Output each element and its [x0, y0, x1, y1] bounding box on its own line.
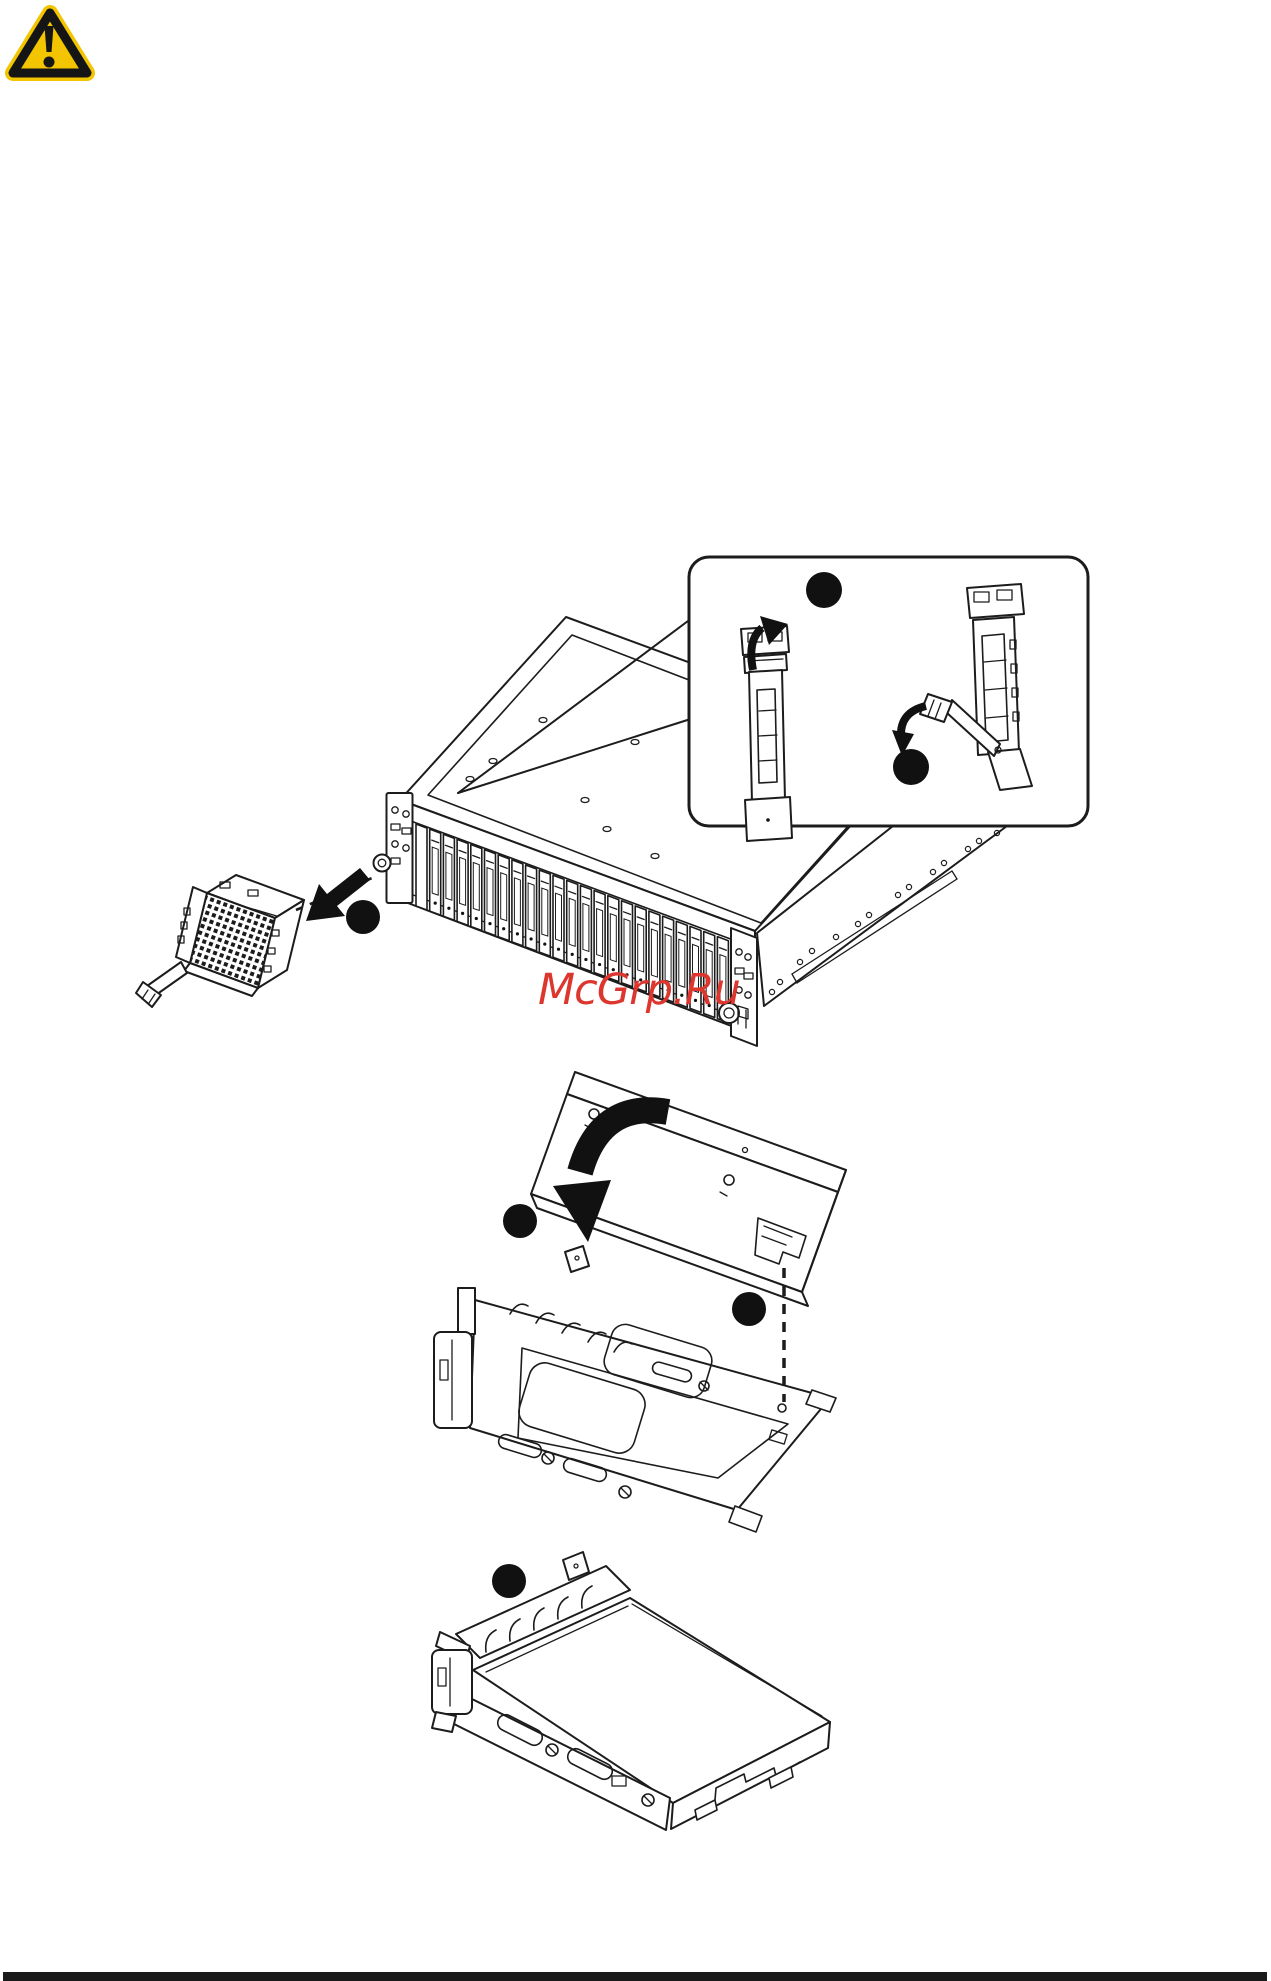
emi-spring-fingers	[484, 1585, 593, 1653]
left-end-cap	[372, 792, 414, 904]
tray-alignment-hole	[777, 1403, 787, 1413]
tray-bezel	[433, 1331, 473, 1429]
drive-connector-notch	[754, 1217, 807, 1265]
tray-pin-tab	[564, 1245, 590, 1273]
side-panel-screw-holes	[768, 829, 1001, 996]
step-marker-2	[893, 749, 929, 785]
drive-bay	[469, 843, 483, 932]
footer-rule	[3, 1972, 1267, 1981]
callout-wedge	[457, 611, 701, 794]
callout-box	[687, 555, 1090, 842]
drive-bay	[538, 869, 552, 957]
thick-arrow-left-icon	[306, 868, 370, 921]
large-curved-arrow-icon	[553, 1097, 671, 1242]
empty-bay-slot	[415, 823, 428, 911]
watermark: McGrp.Ru	[538, 965, 741, 1015]
step-marker-4	[503, 1204, 537, 1238]
step-marker-5	[732, 1292, 766, 1326]
empty-tray	[433, 1245, 837, 1533]
emi-spring-fingers	[509, 1303, 633, 1353]
step-marker-3	[346, 900, 380, 934]
key-lock-icon	[718, 1002, 740, 1024]
drive-bay	[428, 828, 442, 916]
extracted-drive-carrier	[135, 874, 305, 1008]
tray-pin-tab	[562, 1551, 590, 1581]
step-marker-1	[806, 572, 842, 608]
figure-remove-drive	[135, 555, 1090, 1047]
curved-arrow-up-icon	[747, 624, 765, 671]
drive-screw-hole	[588, 1108, 600, 1120]
left-cap-button	[372, 853, 392, 873]
curved-arrow-up-head	[760, 616, 788, 645]
server-chassis	[372, 616, 1008, 1047]
figure-assembled	[431, 1551, 831, 1831]
drive-bay	[579, 884, 593, 973]
drive-bay	[524, 864, 538, 952]
assembled-tray-drive	[431, 1551, 831, 1831]
exclamation-bar	[44, 26, 54, 52]
tray-bezel	[431, 1649, 473, 1715]
tray-cutout	[603, 1323, 713, 1399]
warning-triangle-icon	[5, 5, 95, 81]
right-end-cap	[718, 927, 758, 1047]
lid-screw-holes	[465, 716, 660, 860]
tray-cutout	[518, 1362, 646, 1454]
warning-triangle	[5, 5, 95, 81]
chassis-side-panel	[756, 825, 1008, 1007]
drive-bay	[483, 848, 497, 937]
drive-bezel-strip	[175, 886, 208, 964]
drive-screw-hole	[723, 1174, 735, 1186]
drive-carrier-open	[919, 583, 1033, 791]
drive-bay	[511, 859, 524, 947]
drive-bay	[497, 853, 511, 942]
drive-bay	[442, 833, 456, 922]
drive-bay	[593, 889, 606, 978]
drive-bay	[552, 874, 565, 963]
step-marker-6	[492, 1564, 526, 1598]
exclamation-dot	[43, 56, 55, 68]
open-lever-arm	[945, 699, 1001, 757]
figure-install-drive	[433, 1071, 847, 1533]
bezel-flange	[457, 1287, 476, 1335]
drive-bay	[456, 838, 469, 927]
curved-arrow-down-head	[892, 730, 914, 756]
drive-bay	[565, 879, 579, 968]
